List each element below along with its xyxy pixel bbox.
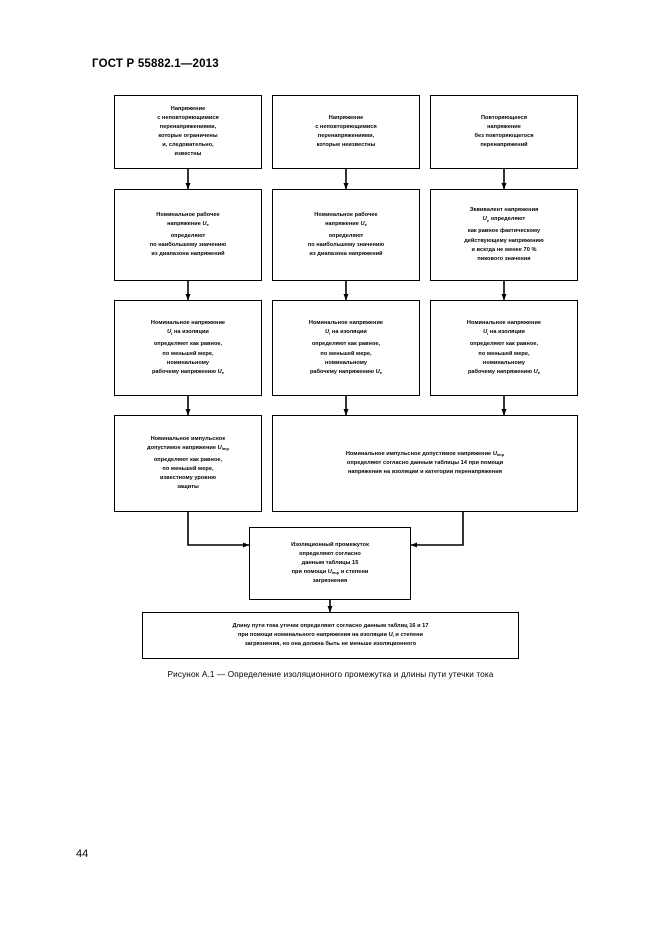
node-line: Изоляционный промежуток <box>291 541 369 548</box>
node-line: по наибольшему значению <box>307 242 385 249</box>
node-line: пикового значения <box>477 255 531 262</box>
node-line: как равное фактическому <box>467 228 541 235</box>
node-line: напряжения на изоляции и категории перен… <box>347 469 502 476</box>
flow-node-r3c2[interactable]: Номинальное напряжение Ui на изоляции оп… <box>272 300 420 396</box>
node-line: с неповторяющимися <box>315 123 377 130</box>
node-line: при помощи Uimp и степени <box>291 569 369 576</box>
node-line: Номинальное рабочее <box>314 211 378 218</box>
flow-node-r2c2[interactable]: Номинальное рабочее напряжение Ue опреде… <box>272 189 420 281</box>
node-line: и, следовательно, <box>162 142 214 149</box>
node-line: данным таблицы 15 <box>301 559 359 566</box>
node-line: номинальному <box>482 359 526 366</box>
node-line: определяют как равное, <box>469 341 539 348</box>
node-line: определяют согласно <box>299 550 361 557</box>
figure-caption: Рисунок А.1 — Определение изоляционного … <box>167 670 494 679</box>
node-line: Напряжение <box>328 114 364 121</box>
node-line: перенапряжениями, <box>317 133 375 139</box>
node-line: без повторяющегося <box>474 133 534 139</box>
node-line: Ui на изоляции <box>325 329 367 336</box>
node-line: по меньшей мере, <box>162 466 214 472</box>
node-line: Номинальное импульсное допустимое напряж… <box>345 450 505 458</box>
node-line: Ui на изоляции <box>483 329 525 336</box>
node-line: перенапряжений <box>480 142 528 149</box>
node-line: и всегда не менее 70 % <box>471 246 537 253</box>
node-line: по наибольшему значению <box>149 242 227 249</box>
node-line: загрязнения <box>312 578 348 585</box>
flow-node-r3c3[interactable]: Номинальное напряжение Ui на изоляции оп… <box>430 300 578 396</box>
flow-node-r4c1[interactable]: Номинальное импульсное допустимое напряж… <box>114 415 262 512</box>
node-line: Номинальное импульсное <box>150 435 226 442</box>
flow-node-r1c2[interactable]: Напряжение с неповторяющимися перенапряж… <box>272 95 420 169</box>
page-number: 44 <box>76 848 89 860</box>
node-line: номинальному <box>324 359 368 366</box>
node-line: Длину пути тока утечки определяют соглас… <box>232 622 429 629</box>
node-line: рабочему напряжению Ue <box>467 368 541 375</box>
flow-node-r2c1[interactable]: Номинальное рабочее напряжение Ue опреде… <box>114 189 262 281</box>
node-line: определяют как равное, <box>153 456 223 463</box>
node-line: Номинальное напряжение <box>466 320 542 327</box>
node-line: с неповторяющимися <box>157 114 219 121</box>
node-line: Эквивалент напряжения <box>469 207 539 214</box>
node-line: определяют как равное, <box>311 341 381 348</box>
node-line: определяют <box>328 232 364 239</box>
node-line: напряжение Ue <box>325 220 367 228</box>
node-line: Ui на изоляции <box>167 329 209 336</box>
node-line: Ue определяют <box>482 216 526 223</box>
flow-node-r1c1[interactable]: Напряжение с неповторяющимися перенапряж… <box>114 95 262 169</box>
node-line: по меньшей мере, <box>162 350 214 357</box>
node-line: Номинальное рабочее <box>156 211 220 218</box>
node-line: рабочему напряжению Ue <box>309 368 383 375</box>
flow-node-r3c1[interactable]: Номинальное напряжение Ui на изоляции оп… <box>114 300 262 396</box>
flow-node-insulation-gap[interactable]: Изоляционный промежуток определяют согла… <box>249 527 411 600</box>
node-line: Номинальное напряжение <box>150 320 226 327</box>
node-line: номинальному <box>166 359 210 366</box>
node-line: Номинальное напряжение <box>308 320 384 327</box>
node-line: известному уровню <box>159 475 217 482</box>
node-line: известны <box>174 151 202 158</box>
node-line: при помощи номинального напряжения на из… <box>237 631 424 639</box>
node-line: загрязнения, но она должна быть не меньш… <box>244 641 417 648</box>
node-line: определяют как равное, <box>153 341 223 348</box>
node-line: которые неизвестны <box>316 142 376 149</box>
node-line: которые ограничены <box>158 133 218 139</box>
node-line: по меньшей мере, <box>320 350 372 357</box>
node-line: Напряжение <box>170 105 206 112</box>
node-line: защиты <box>177 484 199 491</box>
flow-node-creepage-distance[interactable]: Длину пути тока утечки определяют соглас… <box>142 612 519 659</box>
flow-node-r1c3[interactable]: Повторяющееся напряжение без повторяющег… <box>430 95 578 169</box>
node-line: из диапазона напряжений <box>151 251 225 258</box>
figure-a1: Напряжение с неповторяющимися перенапряж… <box>114 95 578 679</box>
node-line: рабочему напряжению Ue <box>151 368 225 375</box>
node-line: из диапазона напряжений <box>309 251 383 258</box>
node-line: напряжение Ue <box>167 220 209 228</box>
flow-node-r4-wide[interactable]: Номинальное импульсное допустимое напряж… <box>272 415 578 512</box>
node-line: Повторяющееся <box>480 114 528 121</box>
flow-node-r2c3[interactable]: Эквивалент напряжения Ue определяют как … <box>430 189 578 281</box>
node-line: действующему напряжению <box>464 237 544 244</box>
page-header: ГОСТ Р 55882.1—2013 <box>92 58 219 70</box>
node-line: перенапряжениями, <box>159 123 217 130</box>
node-line: определяют <box>170 232 206 239</box>
node-line: напряжение <box>487 123 521 130</box>
node-line: по меньшей мере, <box>478 350 530 357</box>
node-line: допустимое напряжение Uimp <box>147 444 229 452</box>
node-line: определяют согласно данным таблицы 14 пр… <box>346 459 504 466</box>
